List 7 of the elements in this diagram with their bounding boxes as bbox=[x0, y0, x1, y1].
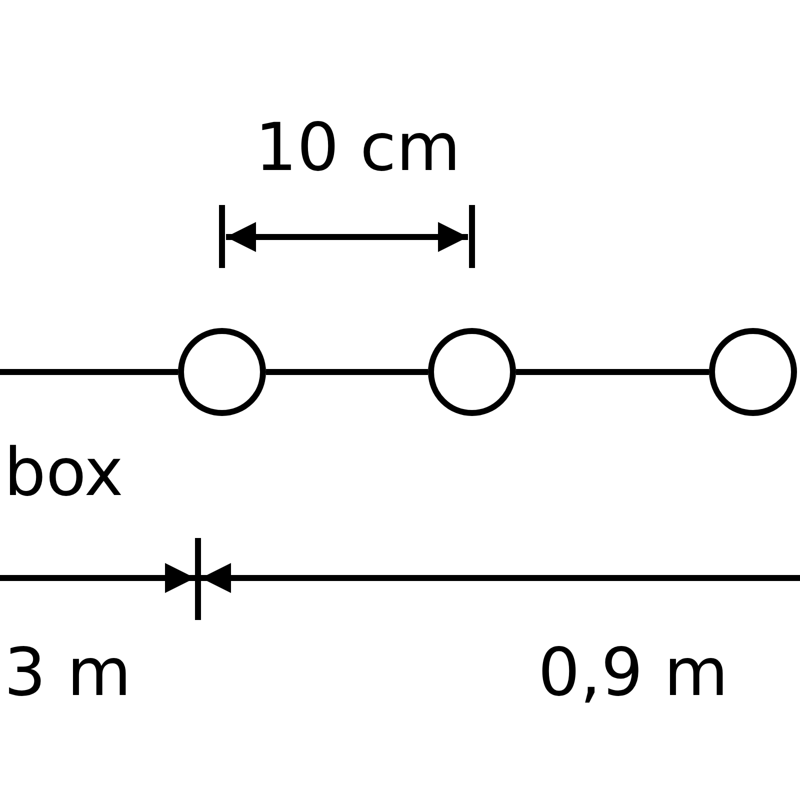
dimension-label: 0,9 m bbox=[538, 640, 728, 706]
line bbox=[516, 369, 709, 375]
part-label: box bbox=[4, 440, 124, 506]
line bbox=[266, 369, 428, 375]
line bbox=[0, 369, 178, 375]
dimension-label: 3 m bbox=[4, 640, 132, 706]
dimension-label: 10 cm bbox=[255, 115, 461, 181]
